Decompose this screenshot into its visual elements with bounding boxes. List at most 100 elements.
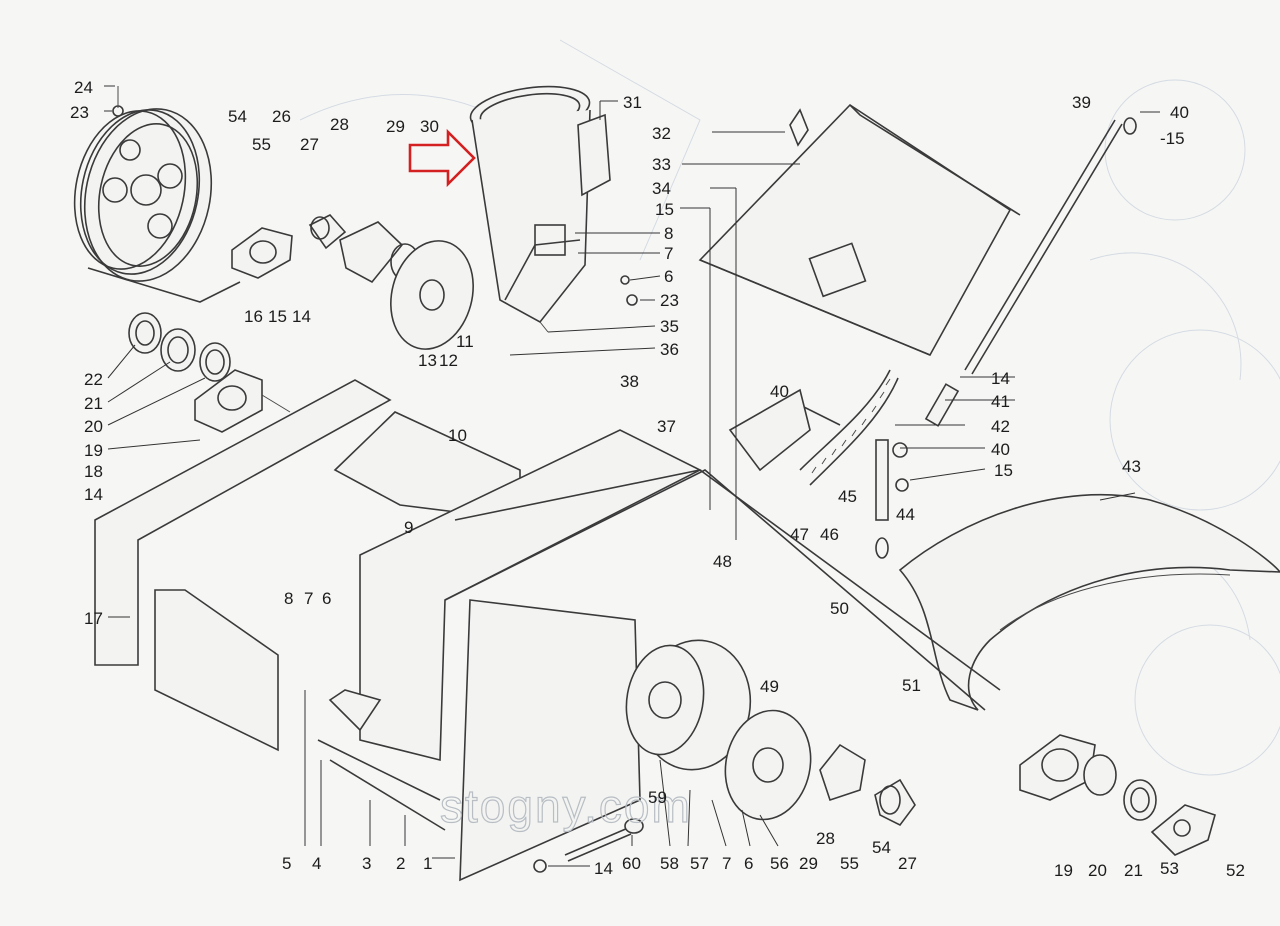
main-frame: [94, 379, 1001, 882]
left-bearings: [128, 312, 291, 433]
chute-assembly: [469, 85, 611, 333]
part-label-40: 40: [1170, 103, 1189, 122]
part-label-15-d: 15: [994, 461, 1013, 480]
part-label-23-b: 23: [660, 291, 679, 310]
part-label-6-b: 6: [322, 589, 331, 608]
lever-44: [875, 439, 909, 559]
part-label-15-b: -15: [1160, 129, 1185, 148]
flange-bearing-26: [87, 227, 293, 303]
part-label-27: 27: [300, 135, 319, 154]
part-label-29: 29: [386, 117, 405, 136]
drum-pulleys: [625, 639, 812, 821]
part-label-32: 32: [652, 124, 671, 143]
watermark-text: stogny.com: [440, 780, 692, 832]
part-label-16: 16: [244, 307, 263, 326]
part-label-43: 43: [1122, 457, 1141, 476]
part-label-26: 26: [272, 107, 291, 126]
part-label-30: 30: [420, 117, 439, 136]
part-label-21-b: 21: [1124, 861, 1143, 880]
part-label-21: 21: [84, 394, 103, 413]
part-label-19-b: 19: [1054, 861, 1073, 880]
control-rod: [924, 117, 1137, 427]
part-label-53: 53: [1160, 859, 1179, 878]
part-label-59: 59: [648, 788, 667, 807]
part-label-47: 47: [790, 525, 809, 544]
part-label-12: 12: [439, 351, 458, 370]
toothed-sector: [799, 369, 899, 486]
part-label-23: 23: [70, 103, 89, 122]
part-label-19: 19: [84, 441, 103, 460]
part-label-22: 22: [84, 370, 103, 389]
right-bearings: [819, 734, 1216, 856]
bolt-60: [533, 818, 644, 873]
highlight-arrow-icon: [408, 128, 476, 188]
part-label-28: 28: [330, 115, 349, 134]
part-label-33: 33: [652, 155, 671, 174]
part-label-40-b: 40: [770, 382, 789, 401]
part-label-60: 60: [622, 854, 641, 873]
part-label-14-c: 14: [991, 369, 1010, 388]
chute-hardware: [620, 108, 809, 306]
part-label-24: 24: [74, 78, 93, 97]
part-label-20: 20: [84, 417, 103, 436]
part-label-31: 31: [623, 93, 642, 112]
part-label-55: 55: [252, 135, 271, 154]
part-label-52: 52: [1226, 861, 1245, 880]
part-label-14: 14: [292, 307, 311, 326]
part-label-3: 3: [362, 854, 371, 873]
part-label-27-b: 27: [898, 854, 917, 873]
part-label-7-c: 7: [722, 854, 731, 873]
part-label-36: 36: [660, 340, 679, 359]
part-label-48: 48: [713, 552, 732, 571]
part-label-46: 46: [820, 525, 839, 544]
part-label-6: 6: [664, 267, 673, 286]
part-label-14-b: 14: [84, 485, 103, 504]
part-label-2: 2: [396, 854, 405, 873]
part-label-17: 17: [84, 609, 103, 628]
part-label-39: 39: [1072, 93, 1091, 112]
part-label-20-b: 20: [1088, 861, 1107, 880]
part-label-4: 4: [312, 854, 321, 873]
part-label-15: 15: [655, 200, 674, 219]
part-label-44: 44: [896, 505, 915, 524]
part-label-8: 8: [664, 224, 673, 243]
part-label-37: 37: [657, 417, 676, 436]
part-label-57: 57: [690, 854, 709, 873]
leader-lines: [104, 85, 1160, 867]
part-label-10: 10: [448, 426, 467, 445]
part-label-13: 13: [418, 351, 437, 370]
part-label-38: 38: [620, 372, 639, 391]
part-label-11: 11: [456, 332, 474, 351]
part-label-15-c: 15: [268, 307, 287, 326]
part-label-54: 54: [228, 107, 247, 126]
part-label-9: 9: [404, 518, 413, 537]
part-label-18: 18: [84, 462, 103, 481]
part-label-55-b: 55: [840, 854, 859, 873]
part-label-6-c: 6: [744, 854, 753, 873]
part-label-34: 34: [652, 179, 671, 198]
part-label-35: 35: [660, 317, 679, 336]
deflector-43: [898, 493, 1280, 711]
part-label-49: 49: [760, 677, 779, 696]
pulley-wheel: [73, 86, 213, 282]
upper-housing: [698, 103, 1021, 472]
disc-29: [390, 240, 474, 350]
part-label-45: 45: [838, 487, 857, 506]
part-label-42: 42: [991, 417, 1010, 436]
part-label-41: 41: [991, 392, 1010, 411]
part-label-7: 7: [664, 244, 673, 263]
part-label-8-b: 8: [284, 589, 293, 608]
part-labels: 24 23 54 55 26 27 28 29 30 31 32 33 34 1…: [70, 78, 1245, 880]
part-label-29-b: 29: [799, 854, 818, 873]
part-label-56: 56: [770, 854, 789, 873]
part-label-1: 1: [423, 854, 432, 873]
part-label-51: 51: [902, 676, 921, 695]
part-label-58: 58: [660, 854, 679, 873]
part-label-7-b: 7: [304, 589, 313, 608]
part-label-54-b: 54: [872, 838, 891, 857]
part-label-14-d: 14: [594, 859, 613, 878]
part-label-40-c: 40: [991, 440, 1010, 459]
part-label-5: 5: [282, 854, 291, 873]
